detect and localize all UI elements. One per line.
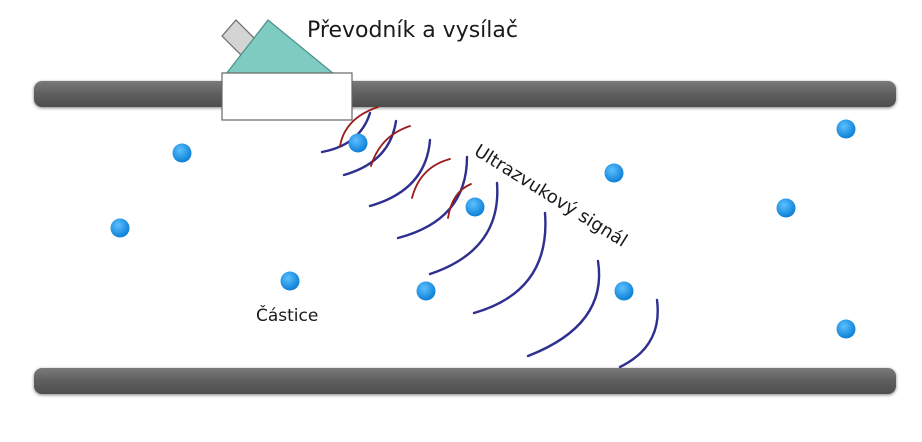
particle (604, 163, 624, 183)
wave-arc (428, 181, 499, 276)
particle (614, 281, 634, 301)
transducer (221, 19, 353, 121)
transducer-mount (221, 72, 353, 121)
reflected-arc (339, 106, 379, 147)
pipe-wall-bottom (34, 368, 896, 394)
particle (280, 271, 300, 291)
particle (776, 198, 796, 218)
wave-arc (526, 259, 601, 358)
particle (416, 281, 436, 301)
reflected-arc (370, 125, 411, 167)
signal-label: Ultrazvukový signál (470, 140, 631, 251)
pipe-wall-top (34, 81, 896, 107)
wave-arc (618, 298, 659, 369)
particle (836, 319, 856, 339)
ultrasonic-waves (320, 111, 659, 369)
particles (110, 119, 856, 339)
wave-arc (342, 119, 398, 177)
wave-arc (368, 138, 432, 208)
particle (836, 119, 856, 139)
transducer-label: Převodník a vysílač (307, 18, 518, 43)
wave-arc (396, 155, 469, 240)
particle (172, 143, 192, 163)
particle (348, 133, 368, 153)
particle (110, 218, 130, 238)
reflected-arc (411, 158, 451, 199)
reflected-arc (447, 183, 472, 219)
particle (465, 197, 485, 217)
wave-arc (472, 211, 547, 315)
reflected-waves (339, 106, 472, 219)
particles-label: Částice (256, 304, 318, 326)
